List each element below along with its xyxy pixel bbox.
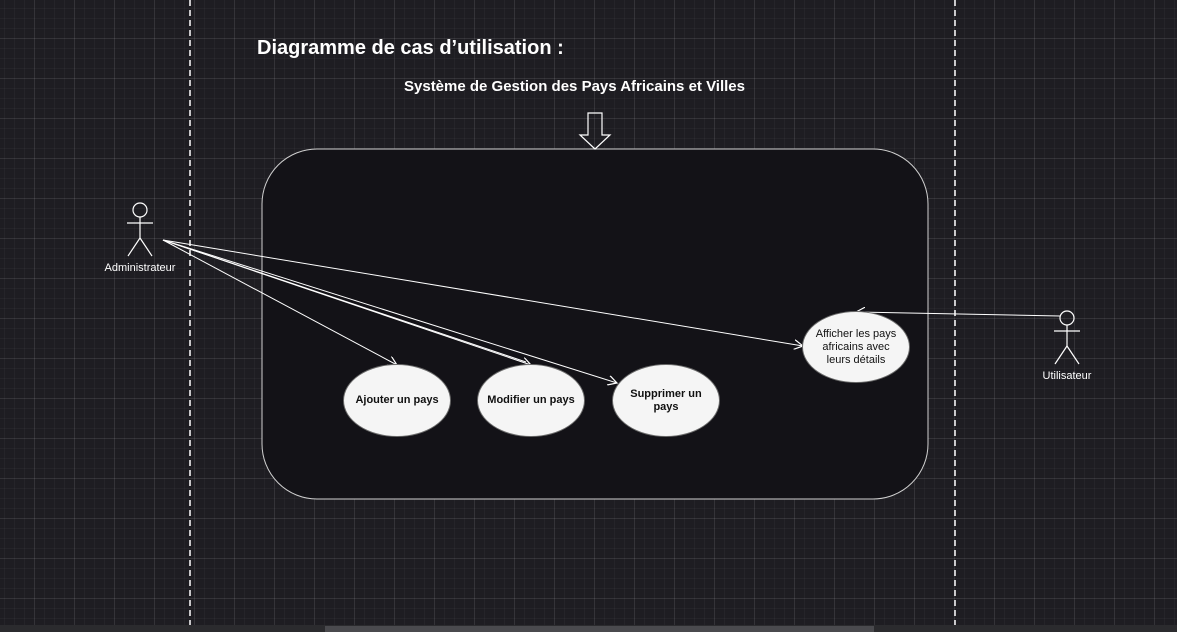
horizontal-scrollbar-thumb[interactable] xyxy=(325,626,874,632)
usecase-ajouter-pays[interactable]: Ajouter un pays xyxy=(343,364,451,437)
admin-to-supprimer-line[interactable] xyxy=(162,239,617,383)
diagram-title: Diagramme de cas d’utilisation : xyxy=(257,37,564,59)
system-title: Système de Gestion des Pays Africains et… xyxy=(404,78,745,95)
usecase-ajouter-label: Ajouter un pays xyxy=(355,394,439,406)
usecase-modifier-label: Modifier un pays xyxy=(487,394,575,406)
user-actor-label: Utilisateur xyxy=(1042,370,1092,382)
admin-to-ajouter-line[interactable] xyxy=(162,239,397,365)
usecase-afficher-label: Afficher les pays africains avec leurs d… xyxy=(815,327,897,366)
admin-to-afficher-line[interactable] xyxy=(162,239,803,346)
administrator-actor-icon[interactable] xyxy=(127,202,153,257)
usecase-afficher-pays[interactable]: Afficher les pays africains avec leurs d… xyxy=(802,311,910,383)
admin-to-modifier-line-2[interactable] xyxy=(162,239,527,363)
administrator-actor-label: Administrateur xyxy=(104,262,176,274)
user-to-afficher-line[interactable] xyxy=(856,312,1061,316)
usecase-supprimer-pays[interactable]: Supprimer un pays xyxy=(612,364,720,437)
usecase-modifier-pays[interactable]: Modifier un pays xyxy=(477,364,585,437)
usecase-supprimer-label: Supprimer un pays xyxy=(630,387,702,413)
user-actor-icon[interactable] xyxy=(1054,310,1080,365)
down-arrow-icon xyxy=(578,112,612,150)
